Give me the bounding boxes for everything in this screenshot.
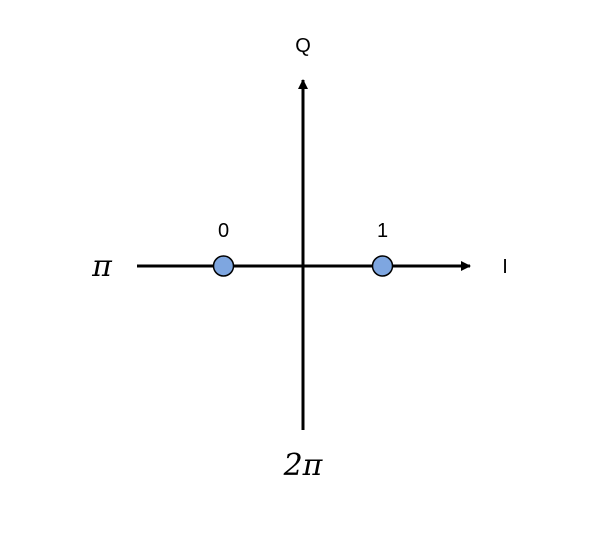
constellation-point — [212, 255, 235, 277]
pi-label: π — [91, 249, 113, 284]
point-label: 0 — [218, 220, 229, 242]
point-label: 1 — [377, 220, 388, 242]
constellation-point — [371, 255, 394, 277]
q-axis-label: Q — [295, 35, 311, 57]
i-axis-label: I — [502, 256, 508, 278]
two-pi-label: 2π — [283, 448, 324, 483]
